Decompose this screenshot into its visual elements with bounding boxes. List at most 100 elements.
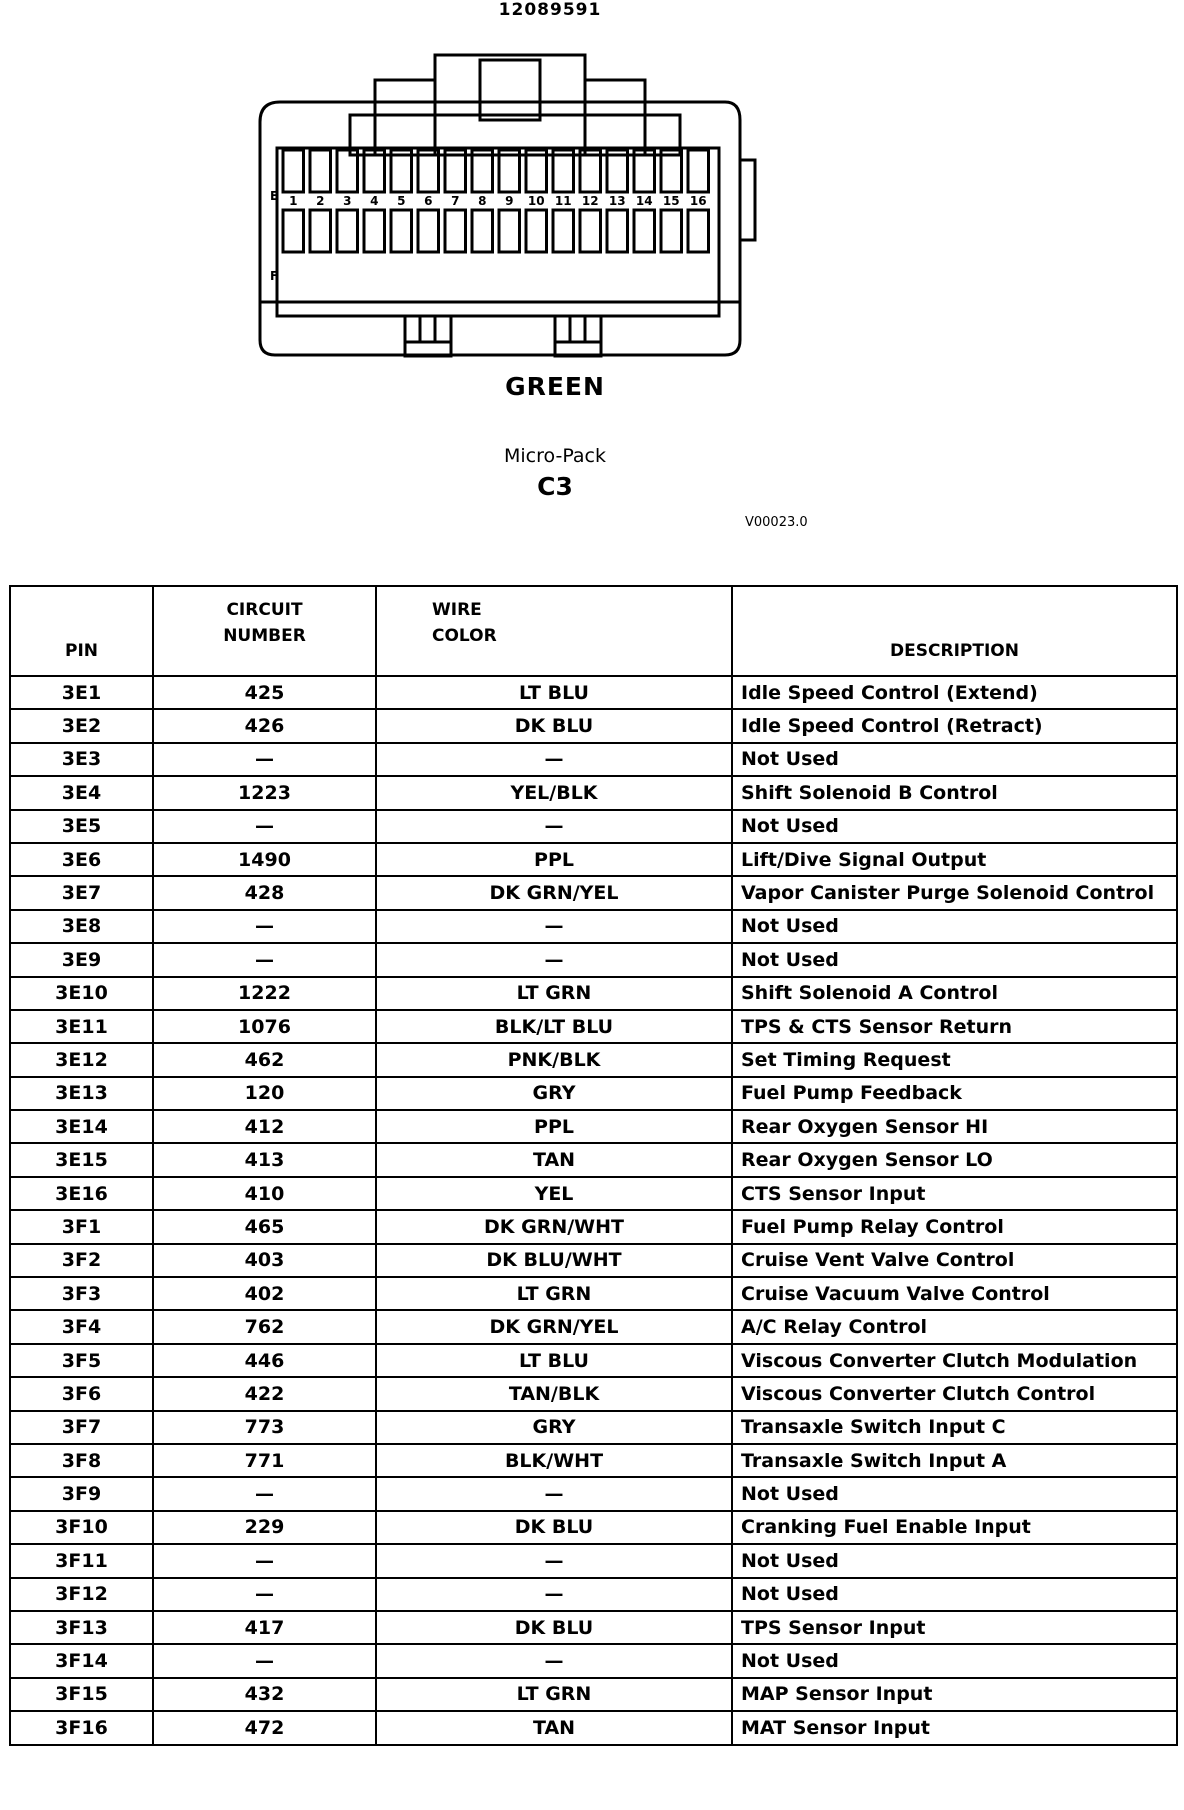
pin-number-label: 1	[289, 194, 297, 208]
pin-number-label: 8	[478, 194, 486, 208]
description-cell: Lift/Dive Signal Output	[731, 841, 1178, 878]
circuit-cell: —	[152, 908, 377, 945]
wire-color-cell: —	[375, 908, 733, 945]
pin-cell: 3E15	[9, 1142, 154, 1178]
cavity-e	[308, 148, 332, 194]
description-cell: Cruise Vacuum Valve Control	[731, 1276, 1178, 1312]
circuit-cell: 422	[152, 1376, 377, 1412]
description-cell: Rear Oxygen Sensor LO	[731, 1142, 1178, 1178]
pin-cell: 3F10	[9, 1509, 154, 1546]
wire-color-cell: —	[375, 741, 733, 778]
circuit-cell: 402	[152, 1276, 377, 1312]
cavity-e	[632, 148, 656, 194]
cavity-f	[551, 208, 575, 254]
circuit-cell: 417	[152, 1609, 377, 1646]
pin-number-label: 9	[505, 194, 513, 208]
pin-cell: 3E5	[9, 808, 154, 844]
pin-cell: 3E2	[9, 708, 154, 744]
pin-cell: 3E14	[9, 1109, 154, 1145]
circuit-cell: —	[152, 1476, 377, 1512]
wire-color-cell: —	[375, 1643, 733, 1679]
description-cell: Fuel Pump Feedback	[731, 1075, 1178, 1112]
circuit-cell: 446	[152, 1342, 377, 1379]
cavity-e	[686, 148, 710, 194]
cavity-f	[632, 208, 656, 254]
cavity-f	[524, 208, 548, 254]
pin-cell: 3F11	[9, 1543, 154, 1579]
wire-color-cell: TAN	[375, 1710, 733, 1746]
cavity-e	[551, 148, 575, 194]
description-cell: Rear Oxygen Sensor HI	[731, 1109, 1178, 1145]
pin-cell: 3E10	[9, 975, 154, 1011]
cavity-e	[281, 148, 305, 194]
cavity-e	[443, 148, 467, 194]
table-row: 3F11——Not Used	[9, 1543, 1178, 1579]
circuit-cell: 428	[152, 875, 377, 911]
circuit-cell: 462	[152, 1042, 377, 1078]
header-circuit-number: CIRCUIT NUMBER	[152, 585, 377, 677]
table-row: 3F9——Not Used	[9, 1476, 1178, 1512]
pin-number-label: 16	[690, 194, 707, 208]
pin-number-label: 6	[424, 194, 432, 208]
wire-color-cell: LT BLU	[375, 1342, 733, 1379]
wire-color-cell: PPL	[375, 1109, 733, 1145]
pin-cell: 3F12	[9, 1576, 154, 1612]
cavity-f	[389, 208, 413, 254]
row-e-cavities	[281, 148, 710, 194]
pin-cell: 3E3	[9, 741, 154, 778]
cavity-e	[605, 148, 629, 194]
figure-code: V00023.0	[745, 515, 808, 530]
part-number: 12089591	[498, 0, 602, 20]
description-cell: Not Used	[731, 808, 1178, 844]
pin-cell: 3F14	[9, 1643, 154, 1679]
cavity-e	[578, 148, 602, 194]
pin-cell: 3F16	[9, 1710, 154, 1746]
description-cell: Idle Speed Control (Retract)	[731, 708, 1178, 744]
circuit-cell: 1490	[152, 841, 377, 878]
circuit-cell: 762	[152, 1309, 377, 1345]
connector-body	[258, 100, 742, 357]
table-row: 3E9——Not Used	[9, 942, 1178, 978]
pin-cell: 3E4	[9, 775, 154, 811]
cavity-f	[605, 208, 629, 254]
circuit-cell: 472	[152, 1710, 377, 1746]
table-row: 3F12——Not Used	[9, 1576, 1178, 1612]
wire-color-cell: DK BLU	[375, 708, 733, 744]
description-cell: TPS & CTS Sensor Return	[731, 1008, 1178, 1045]
circuit-cell: —	[152, 1576, 377, 1612]
description-cell: Transaxle Switch Input A	[731, 1442, 1178, 1479]
wire-color-cell: DK BLU/WHT	[375, 1242, 733, 1279]
table-row: 3E3——Not Used	[9, 741, 1178, 778]
pin-cell: 3F4	[9, 1309, 154, 1345]
circuit-cell: 412	[152, 1109, 377, 1145]
description-cell: Idle Speed Control (Extend)	[731, 674, 1178, 711]
pin-cell: 3E13	[9, 1075, 154, 1112]
circuit-cell: 120	[152, 1075, 377, 1112]
wire-color-cell: LT GRN	[375, 1676, 733, 1713]
cavity-f	[416, 208, 440, 254]
description-cell: Transaxle Switch Input C	[731, 1409, 1178, 1445]
pin-cell: 3E8	[9, 908, 154, 945]
wire-color-cell: —	[375, 942, 733, 978]
pin-cell: 3F8	[9, 1442, 154, 1479]
description-cell: Viscous Converter Clutch Modulation	[731, 1342, 1178, 1379]
pin-number-label: 7	[451, 194, 459, 208]
pin-number-label: 14	[636, 194, 653, 208]
description-cell: Shift Solenoid B Control	[731, 775, 1178, 811]
cavity-f	[443, 208, 467, 254]
description-cell: CTS Sensor Input	[731, 1175, 1178, 1212]
wire-color-cell: DK GRN/YEL	[375, 1309, 733, 1345]
circuit-cell: —	[152, 942, 377, 978]
description-cell: Shift Solenoid A Control	[731, 975, 1178, 1011]
